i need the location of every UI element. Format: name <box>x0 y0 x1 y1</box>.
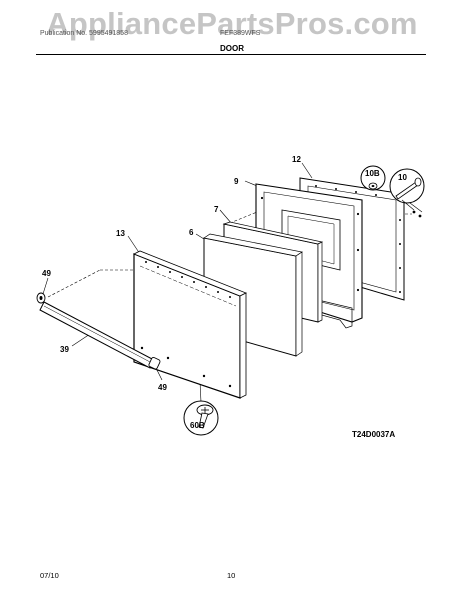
callout-7: 7 <box>214 205 219 214</box>
part-39-handle <box>39 301 155 369</box>
part-60b-screw-detail <box>183 400 219 436</box>
callout-10: 10 <box>398 173 407 182</box>
part-13-outer-panel <box>133 250 247 399</box>
leader-13 <box>127 235 141 255</box>
leader-49-top <box>42 277 49 295</box>
callout-6: 6 <box>189 228 194 237</box>
publication-number: Publication No. 5995491858 <box>40 30 128 37</box>
callout-10b: 10B <box>365 169 380 178</box>
callout-60b: 60B <box>190 421 205 430</box>
header-rule <box>36 54 426 55</box>
footer-date: 07/10 <box>40 571 59 580</box>
site-watermark: AppliancePartsPros.com <box>46 6 418 41</box>
section-title: DOOR <box>220 44 244 53</box>
callout-12: 12 <box>292 155 301 164</box>
callout-39: 39 <box>60 345 69 354</box>
callout-49-bottom: 49 <box>158 383 167 392</box>
model-number: FEF389WFS <box>220 30 261 37</box>
part-49-end-cap-right <box>148 356 161 370</box>
leader-12 <box>301 162 313 179</box>
footer-page-number: 10 <box>227 571 236 580</box>
diagram-code: T24D0037A <box>352 430 396 439</box>
part-10-screw-detail <box>389 168 425 213</box>
callout-49-top: 49 <box>42 269 51 278</box>
leader-60b <box>199 381 202 403</box>
callout-9: 9 <box>234 177 239 186</box>
callout-13: 13 <box>116 229 125 238</box>
leader-39 <box>71 333 91 347</box>
liner-screws <box>412 210 422 218</box>
part-49-end-cap-left <box>36 292 46 304</box>
dash-49-to-panel <box>47 269 101 298</box>
part-10b-washer-detail <box>360 165 386 191</box>
